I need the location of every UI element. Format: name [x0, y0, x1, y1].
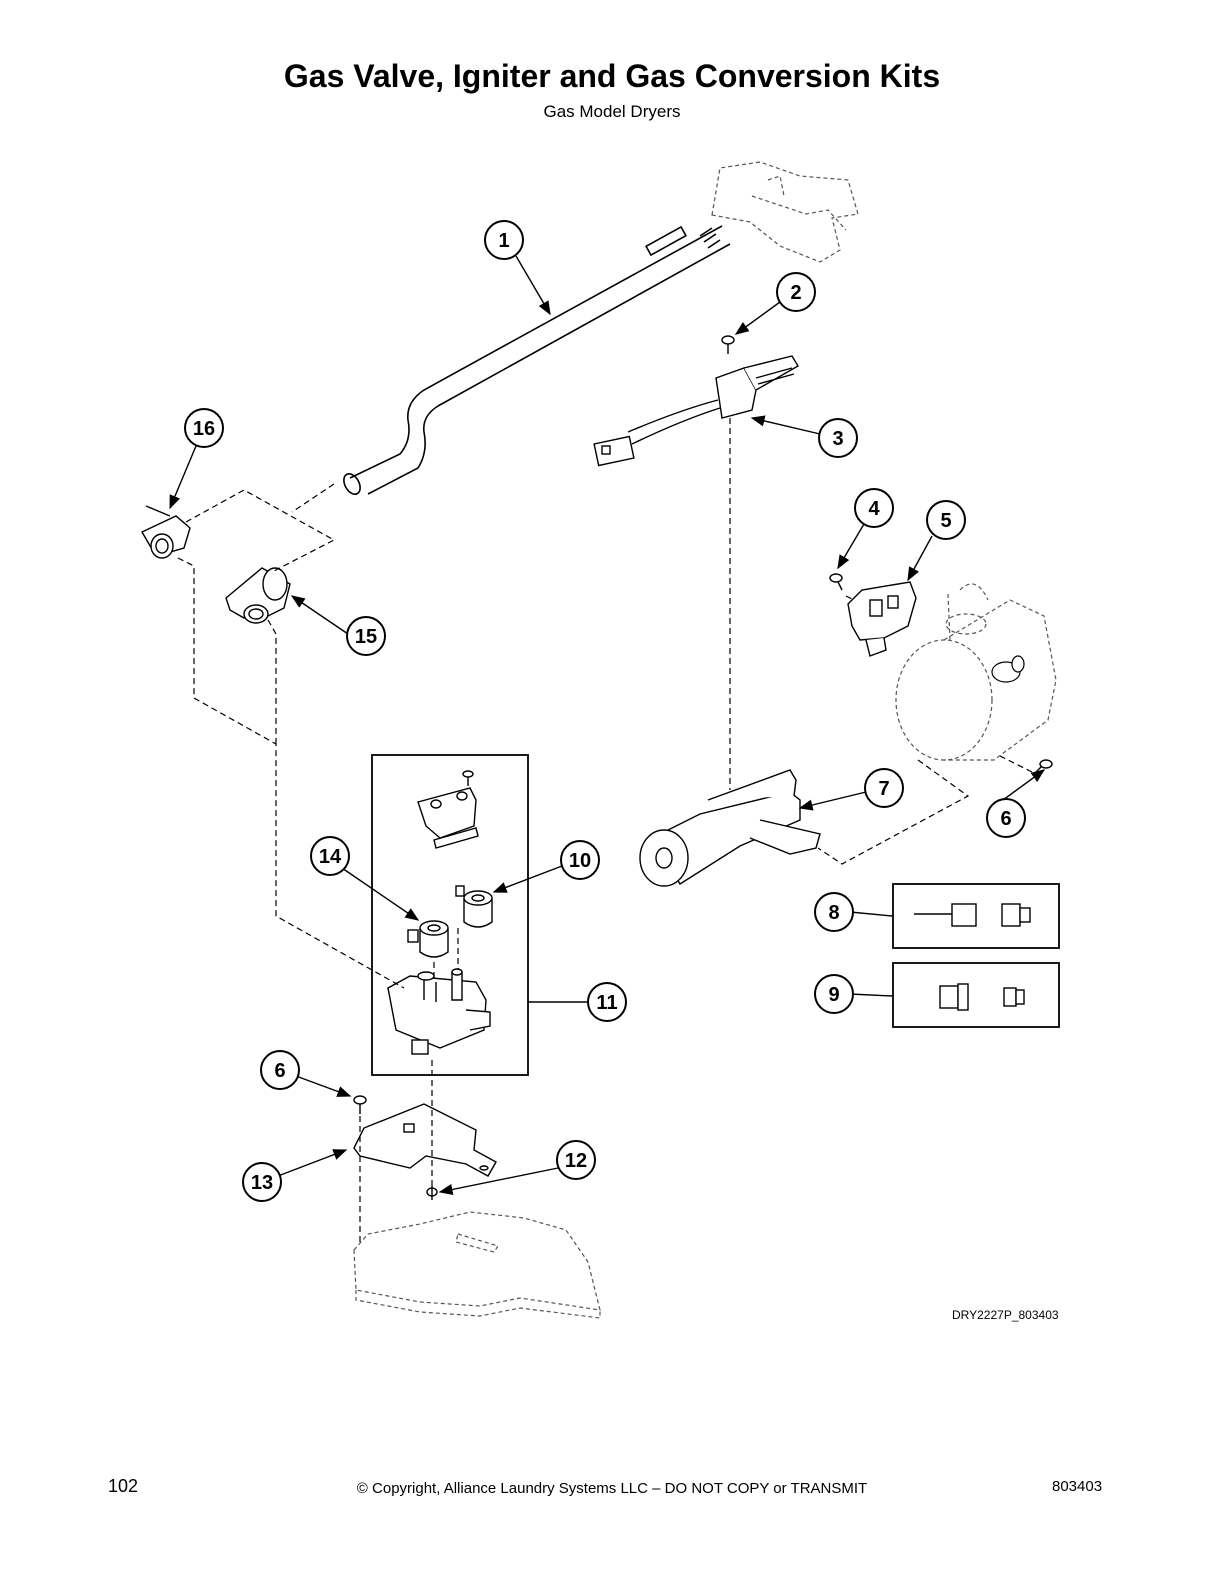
igniter-assembly	[593, 355, 799, 467]
orifice-kit-9	[939, 983, 1025, 1011]
conversion-kit-8-box	[892, 883, 1060, 949]
phantom-base	[353, 1211, 601, 1319]
page-subtitle: Gas Model Dryers	[543, 102, 681, 121]
document-number: 803403	[1052, 1478, 1103, 1495]
gas-valve-kit-box	[371, 754, 529, 1076]
chamber-screw	[1035, 759, 1053, 773]
valve-coil-10	[455, 885, 493, 928]
assembly-lines	[177, 418, 1033, 1242]
valve-screw	[426, 1186, 438, 1200]
pipe-elbow	[225, 567, 291, 624]
callout-circles	[184, 220, 1026, 1202]
coil-bracket	[417, 770, 479, 849]
figure-id: DRY2227P_803403	[952, 1308, 1059, 1322]
callout-8: 8	[828, 902, 839, 924]
callout-14: 14	[319, 846, 342, 868]
callout-16: 16	[193, 418, 215, 440]
callout-11: 11	[596, 992, 617, 1014]
conversion-kit-9-box	[892, 962, 1060, 1028]
copyright-notice: © Copyright, Alliance Laundry Systems LL…	[356, 1480, 868, 1497]
callout-12: 12	[565, 1150, 587, 1172]
burner-bracket	[847, 581, 917, 657]
flame-sensor	[991, 655, 1025, 683]
callout-7: 7	[878, 778, 889, 800]
bracket-screw-4	[829, 573, 843, 591]
callout-15: 15	[355, 626, 377, 648]
burner-tube	[639, 769, 821, 887]
valve-coil-14	[407, 920, 449, 958]
page-title: Gas Valve, Igniter and Gas Conversion Ki…	[283, 58, 941, 94]
callout-leaders	[169, 255, 1046, 1195]
callout-1: 1	[498, 230, 509, 252]
callout-6-left: 6	[274, 1060, 285, 1082]
igniter-screw	[721, 335, 735, 354]
bracket-screw	[353, 1095, 367, 1114]
callout-13: 13	[251, 1172, 273, 1194]
combustion-chamber	[895, 583, 1057, 761]
page-number: 102	[108, 1476, 139, 1496]
shutoff-valve	[141, 505, 191, 559]
callout-5: 5	[940, 510, 951, 532]
phantom-cabinet-bracket	[711, 161, 859, 263]
callout-6-right: 6	[1000, 808, 1011, 830]
gas-valve-body	[387, 968, 491, 1055]
orifice-kit-8	[914, 903, 1031, 927]
valve-mounting-bracket	[353, 1103, 497, 1177]
callout-9: 9	[828, 984, 839, 1006]
callout-2: 2	[790, 282, 801, 304]
callout-4: 4	[868, 498, 880, 520]
callout-3: 3	[832, 428, 843, 450]
callout-10: 10	[569, 850, 591, 872]
callout-numbers: 1 2 3 16 15 4 5 6 7 8 9 10 14 11 6 13 12	[193, 230, 1012, 1194]
gas-supply-pipe	[343, 225, 731, 496]
